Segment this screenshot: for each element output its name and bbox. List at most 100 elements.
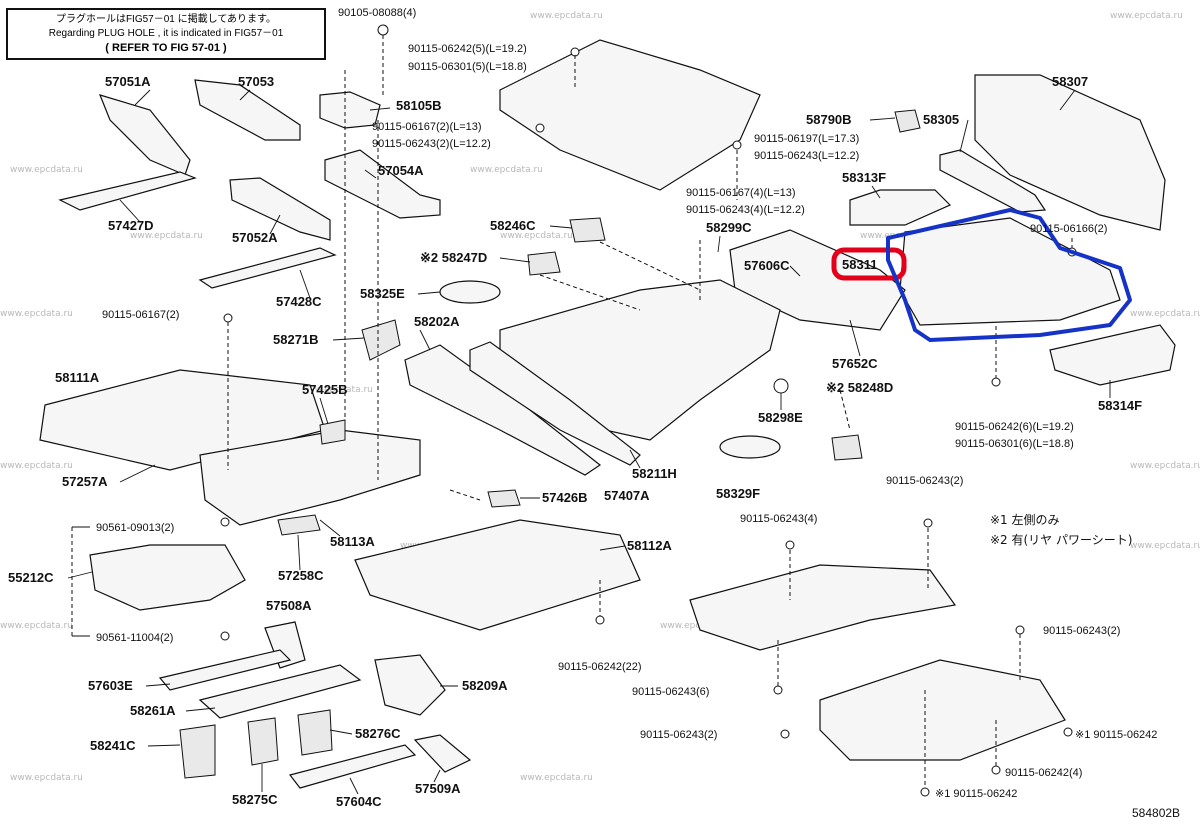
bolt-icon <box>732 140 742 150</box>
label-57054a: 57054A <box>378 163 424 178</box>
bolt-90105-icon <box>377 24 389 36</box>
label-58261a: 58261A <box>130 703 176 718</box>
bolt-icon <box>780 729 790 739</box>
label-55212c: 55212C <box>8 570 54 585</box>
note-line-jp: プラグホールはFIG57－01 に掲載してあります。 <box>55 14 277 25</box>
watermark-text: www.epcdata.ru <box>10 773 83 783</box>
part-58276c-shape <box>297 709 333 756</box>
label-58246c: 58246C <box>490 218 536 233</box>
watermark-text: www.epcdata.ru <box>10 165 83 175</box>
part-58790b-shape <box>894 109 921 133</box>
legend-item-2: ※2 有(リヤ パワーシート) <box>990 533 1133 547</box>
label-58105b: 58105B <box>396 98 442 113</box>
part-57603e-shape <box>158 649 292 691</box>
label-bolt: 90115-06167(4)(L=13) <box>686 187 796 199</box>
label-57407a: 57407A <box>604 488 650 503</box>
part-58246c-shape <box>569 217 606 243</box>
label-bolt: 90115-06243(2) <box>886 475 963 487</box>
label-bolt: 90115-06242(4) <box>1005 767 1082 779</box>
label-bolt: 90561-09013(2) <box>96 522 174 534</box>
label-58276c: 58276C <box>355 726 401 741</box>
part-57604c-shape <box>288 744 417 789</box>
part-57051a-shape <box>98 94 191 176</box>
label-57427d: 57427D <box>108 218 154 233</box>
watermark-text: www.epcdata.ru <box>500 231 573 241</box>
bolt-icon <box>220 631 230 641</box>
part-57053-shape <box>194 79 301 141</box>
label-bolt: 90115-06243(2) <box>1043 625 1120 637</box>
label-bolt: ※1 90115-06242 <box>935 788 1017 800</box>
part-58298e-shape <box>773 378 789 394</box>
label-bolt: 90115-06167(2)(L=13) <box>372 121 482 133</box>
part-58209a-shape <box>374 654 446 716</box>
label-57603e: 57603E <box>88 678 133 693</box>
watermark-text: www.epcdata.ru <box>1130 461 1200 471</box>
watermark-text: www.epcdata.ru <box>0 461 73 471</box>
part-57052a-shape <box>229 177 331 241</box>
leader-lines <box>67 89 1111 795</box>
label-58111a: 58111A <box>55 370 100 385</box>
watermark-text: www.epcdata.ru <box>520 773 593 783</box>
label-bolt: 90561-11004(2) <box>96 632 173 644</box>
bolt-icon <box>570 47 580 57</box>
label-58325e: 58325E <box>360 286 405 301</box>
bolt-icon <box>991 765 1001 775</box>
part-58313f-shape <box>849 189 952 226</box>
label-58112a: 58112A <box>627 538 672 553</box>
label-57428c: 57428C <box>276 294 322 309</box>
part-labels: 90105-08088(4) 57051A 57053 90115-06242(… <box>8 7 1157 809</box>
bolt-icon <box>223 313 233 323</box>
label-58311: 58311 <box>842 257 877 272</box>
label-bolt: 90115-06301(5)(L=18.8) <box>408 61 527 73</box>
part-58248d-shape <box>831 434 863 461</box>
label-bolt: 90115-06167(2) <box>102 309 179 321</box>
label-57509a: 57509A <box>415 781 461 796</box>
label-bolt: 90115-06243(L=12.2) <box>754 150 859 162</box>
watermark-text: www.epcdata.ru <box>660 621 733 631</box>
watermark-text: www.epcdata.ru <box>1130 309 1200 319</box>
label-57508a: 57508A <box>266 598 312 613</box>
note-line-ref: ( REFER TO FIG 57-01 ) <box>105 42 227 54</box>
part-57509a-shape <box>413 734 472 773</box>
legend-item-1: ※1 左側のみ <box>990 513 1060 527</box>
label-57604c: 57604C <box>336 794 382 809</box>
label-58313f: 58313F <box>842 170 886 185</box>
part-58305-shape <box>939 149 1047 213</box>
highlight-red-58311 <box>831 247 907 281</box>
label-58298e: 58298E <box>758 410 803 425</box>
label-58113a: 58113A <box>330 534 375 549</box>
label-58275c: 58275C <box>232 792 278 807</box>
part-58325e-shape <box>439 280 501 304</box>
bolt-icon <box>920 787 930 797</box>
part-58113a-shape <box>199 429 421 526</box>
watermark-text: www.epcdata.ru <box>1130 541 1200 551</box>
part-shapes <box>39 39 1176 789</box>
part-58261a-shape <box>198 664 362 719</box>
label-58247d: ※2 58247D <box>420 250 487 265</box>
watermark-text: www.epcdata.ru <box>130 231 203 241</box>
watermark-text: www.epcdata.ru <box>300 385 373 395</box>
bolts <box>220 24 1077 797</box>
part-57425b-shape <box>319 419 346 445</box>
plug-hole-note: プラグホールはFIG57－01 に掲載してあります。 Regarding PLU… <box>6 8 326 60</box>
label-bolt: ※1 90115-06242 <box>1075 729 1157 741</box>
label-bolt: 90115-06243(2) <box>640 729 717 741</box>
part-57426b-shape <box>487 489 521 508</box>
label-57053: 57053 <box>238 74 274 89</box>
part-58329f-shape <box>719 435 781 459</box>
label-57425b: 57425B <box>302 382 348 397</box>
part-58275c-shape <box>247 717 279 766</box>
part-58202a-shape <box>404 344 602 476</box>
label-bolt: 90115-06243(4) <box>740 513 817 525</box>
assembly-lines <box>71 35 1073 788</box>
watermark-text: www.epcdata.ru <box>530 11 603 21</box>
label-57426b: 57426B <box>542 490 588 505</box>
label-bolt: 90115-06243(2)(L=12.2) <box>372 138 491 150</box>
label-57052a: 57052A <box>232 230 278 245</box>
figure-number: 584802B <box>1132 806 1181 820</box>
label-bolt: 90115-06243(4)(L=12.2) <box>686 204 805 216</box>
label-bolt: 90115-06243(6) <box>632 686 709 698</box>
label-58307: 58307 <box>1052 74 1088 89</box>
watermark-text: www.epcdata.ru <box>0 621 73 631</box>
label-bolt: 90115-06301(6)(L=18.8) <box>955 438 1074 450</box>
